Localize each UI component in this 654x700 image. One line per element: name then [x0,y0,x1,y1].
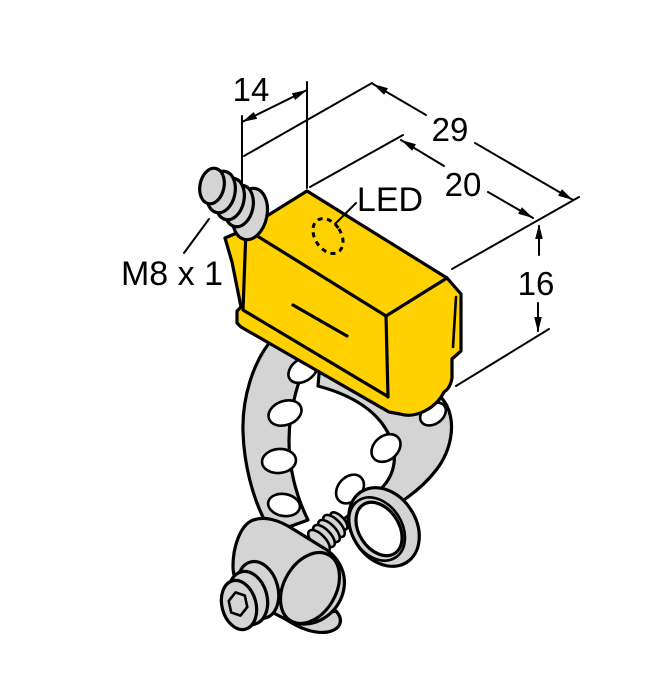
dim-label-16: 16 [518,265,555,302]
label-thread: M8 x 1 [121,218,223,293]
dim-label-29: 29 [432,111,469,148]
label-led: LED [311,181,423,255]
hex-socket-icon [227,591,249,617]
clamp-strap-left [241,333,319,535]
thread-label: M8 x 1 [121,255,223,293]
dim-label-14: 14 [233,71,270,108]
led-indicator-icon [311,217,345,255]
thread-leader-line [183,218,210,254]
loop-hole [354,500,404,558]
dimension-16: 16 [451,196,580,387]
clamp-block-face [278,551,342,625]
dimension-14: 14 [233,71,308,189]
sensor-body [223,189,463,417]
sensor-housing [223,189,463,417]
dim-label-20: 20 [445,166,482,203]
strap-hole [370,432,402,464]
led-leader-line [334,202,357,225]
clamp-strap-loop [347,486,421,568]
sensing-face-mark [291,303,349,338]
strap-hole [267,399,303,427]
strap-hole [260,447,298,475]
dimension-20: 20 [309,134,534,219]
led-label: LED [357,181,423,219]
clamp-socket-screw [219,559,281,632]
strap-hole [266,492,302,518]
dimension-29: 29 [243,82,574,201]
screw-head-face [219,578,259,632]
m8-connector [198,166,270,242]
connector-tip [198,166,226,206]
